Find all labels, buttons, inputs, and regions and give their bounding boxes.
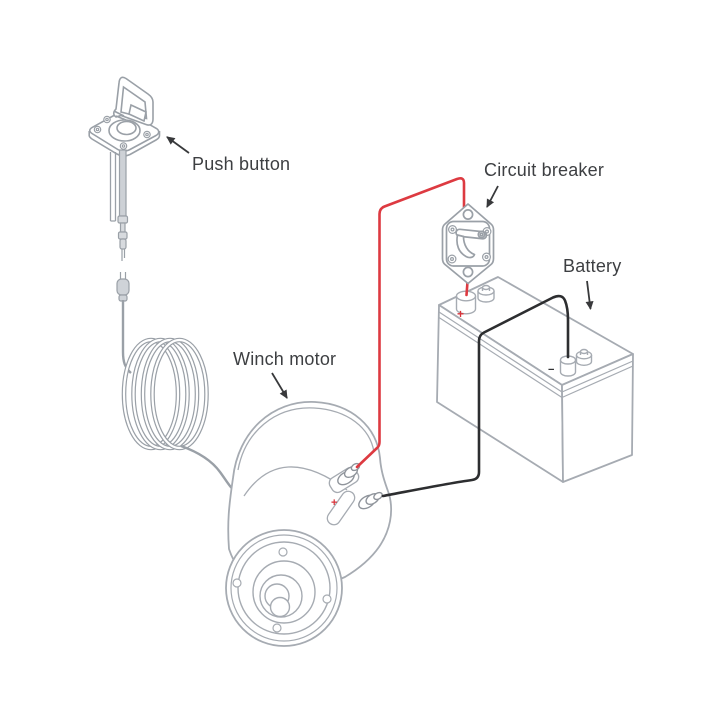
push-button-arrow [166,136,190,154]
breaker-bottom-mount-hole [462,266,474,278]
battery-negative-terminal [559,355,577,377]
positive-wire [355,177,466,469]
pendant-cable-drop [121,300,132,374]
motor-bolt-holes [232,547,332,633]
negative-wire [381,294,570,498]
circuit-breaker-illustration [441,203,495,285]
battery-right-face [561,353,634,483]
push-button-hinge [113,110,127,121]
label-arrows [166,136,594,399]
label-winch-motor: Winch motor [233,349,337,369]
motor-back-rim [237,407,375,471]
label-push-button: Push button [192,154,291,174]
battery-positive-marking: + [457,307,464,321]
positive-wire-breaker-to-battery [465,280,469,297]
winch-motor-illustration [225,401,392,647]
push-button-dome [116,120,137,136]
inline-connector-male [117,215,129,261]
battery-case-ridge [438,311,634,399]
motor-positive-marking: + [331,497,337,509]
circuit-breaker-arrow [486,185,499,208]
battery-negative-post [575,348,593,366]
push-button-illustration [88,76,161,302]
push-button-cover-latch [128,103,147,123]
motor-shaft-end [269,596,291,618]
motor-positive-terminal [337,462,361,486]
winch-motor-arrow [271,372,288,399]
breaker-lever-handle [456,234,476,259]
battery-positive-post [477,284,495,303]
breaker-top-mount-hole [462,209,474,220]
motor-negative-terminal [358,491,383,510]
pendant-tube [109,152,117,222]
pendant-cable-upper [118,149,127,217]
motor-label-plate [326,490,356,526]
pendant-coiled-cable [121,300,247,500]
label-circuit-breaker: Circuit breaker [484,160,605,180]
push-button-screws [93,115,151,150]
battery-arrow [585,280,594,310]
battery-negative-marking: − [548,364,554,376]
inline-connector-female [116,272,130,302]
cable-coil [121,337,209,451]
battery-illustration [436,276,634,483]
label-battery: Battery [563,256,622,276]
